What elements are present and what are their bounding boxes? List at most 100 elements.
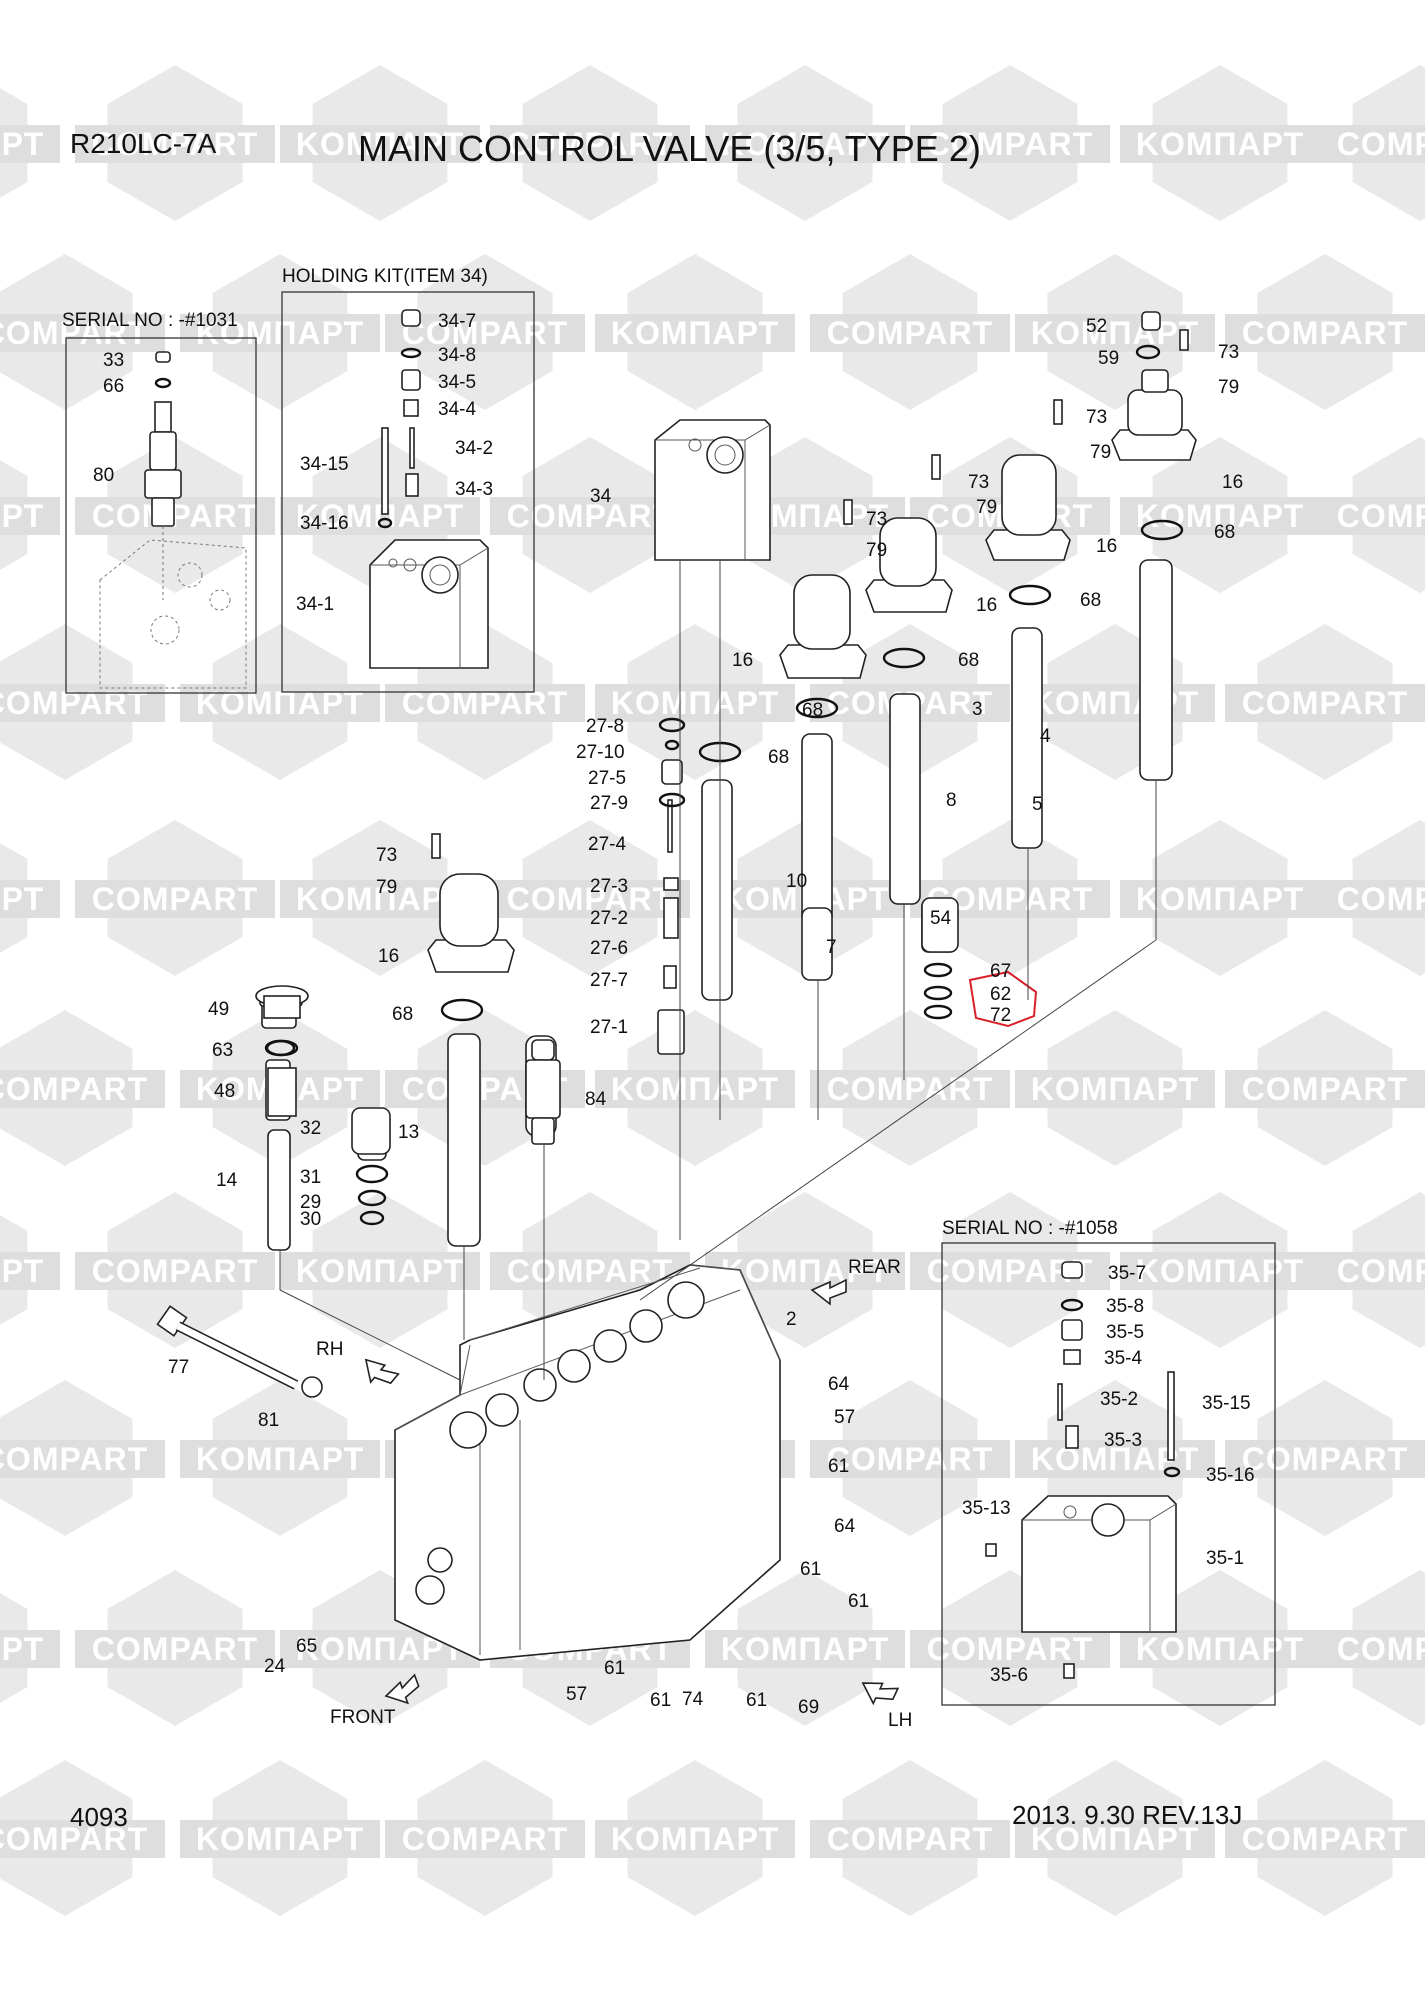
callout-16: 16 [378, 946, 399, 967]
callout-16: 16 [1222, 472, 1243, 493]
page-title: MAIN CONTROL VALVE (3/5, TYPE 2) [358, 128, 981, 169]
holding-kit-label: HOLDING KIT(ITEM 34) [282, 266, 488, 287]
watermark-text: KOMПАРТ [0, 881, 44, 917]
direction-rear: REAR [848, 1257, 901, 1278]
watermark-band [810, 1440, 1010, 1478]
callout-68: 68 [392, 1004, 413, 1025]
watermark-text: COMPART [92, 498, 258, 534]
callout-34: 34 [590, 486, 612, 507]
model-label: R210LC-7A [70, 128, 217, 159]
callout-4: 4 [1040, 726, 1051, 747]
direction-lh: LH [888, 1710, 912, 1731]
watermark-text: COMPART [827, 315, 993, 351]
watermark-text: KOMПАРТ [196, 685, 364, 721]
callout-29: 29 [300, 1192, 321, 1213]
holding-kit-parts [369, 309, 489, 669]
watermark-text: KOMПАРТ [721, 1253, 889, 1289]
watermark-band [75, 125, 275, 163]
part-80-cartridge [144, 351, 182, 527]
watermark-text: COMPART [1242, 685, 1408, 721]
watermark-band [705, 125, 905, 163]
watermark-text: COMPART [0, 1441, 148, 1477]
watermark-text: KOMПАРТ [296, 1253, 464, 1289]
watermark-band [1320, 497, 1425, 535]
watermark-band [0, 1440, 165, 1478]
watermark-text: KOMПАРТ [296, 498, 464, 534]
watermark-text: KOMПАРТ [1031, 1821, 1199, 1857]
watermark-text: KOMПАРТ [0, 498, 44, 534]
callout-57: 57 [834, 1407, 855, 1428]
watermark-band [180, 1820, 380, 1858]
callout-35-2: 35-2 [1100, 1389, 1138, 1410]
watermark-band [595, 314, 795, 352]
watermark-band [1225, 1820, 1425, 1858]
watermark-text: KOMПАРТ [611, 1821, 779, 1857]
serial-right-box [941, 1242, 1276, 1706]
callout-27-4: 27-4 [588, 834, 626, 855]
serial-left-box [65, 337, 257, 694]
callout-31: 31 [300, 1167, 321, 1188]
callout-8: 8 [946, 790, 957, 811]
leader-lines [279, 560, 1157, 1381]
callout-5: 5 [1032, 794, 1043, 815]
callout-84: 84 [585, 1089, 607, 1110]
callout-14: 14 [216, 1170, 238, 1191]
callout-79: 79 [1090, 442, 1111, 463]
watermark-text: COMPART [827, 1071, 993, 1107]
watermark-text: COMPART [1337, 126, 1425, 162]
callout-30: 30 [300, 1209, 321, 1230]
watermark-band [0, 1820, 165, 1858]
callout-74: 74 [682, 1689, 704, 1710]
watermark-band [180, 684, 380, 722]
callout-27-10: 27-10 [576, 742, 625, 763]
callout-68: 68 [1214, 522, 1235, 543]
watermark-text: COMPART [1337, 1253, 1425, 1289]
part-27-series [657, 759, 685, 1055]
callout-48: 48 [214, 1081, 235, 1102]
callout-64: 64 [828, 1374, 850, 1395]
watermark-band [1320, 880, 1425, 918]
callout-73: 73 [1218, 342, 1239, 363]
callout-34-8: 34-8 [438, 345, 476, 366]
watermark-text: COMPART [927, 126, 1093, 162]
callout-35-13: 35-13 [962, 1498, 1011, 1519]
callout-34-15: 34-15 [300, 454, 349, 475]
watermark-text: COMPART [0, 685, 148, 721]
solenoid-caps [427, 311, 1197, 973]
callout-67: 67 [990, 961, 1011, 982]
watermark-band [385, 684, 585, 722]
callout-32: 32 [300, 1118, 321, 1139]
watermark-text: KOMПАРТ [0, 126, 44, 162]
watermark-text: KOMПАРТ [1136, 126, 1304, 162]
callout-27-1: 27-1 [590, 1017, 628, 1038]
watermark-band [280, 497, 480, 535]
callout-16: 16 [732, 650, 753, 671]
callout-35-3: 35-3 [1104, 1430, 1142, 1451]
page-number: 4093 [70, 1802, 128, 1832]
callout-49: 49 [208, 999, 229, 1020]
callout-16: 16 [1096, 536, 1117, 557]
holding-kit-box [281, 291, 535, 693]
watermark-text: KOMПАРТ [196, 315, 364, 351]
watermark-band [1120, 1252, 1320, 1290]
watermark-band [595, 684, 795, 722]
callout-61: 61 [828, 1456, 849, 1477]
part-54-plug [921, 897, 959, 953]
callout-34-16: 34-16 [300, 513, 349, 534]
watermark-text: KOMПАРТ [721, 1631, 889, 1667]
direction-rh: RH [316, 1339, 343, 1360]
watermark-text: KOMПАРТ [611, 685, 779, 721]
callout-34-3: 34-3 [455, 479, 493, 500]
watermark-band [595, 1070, 795, 1108]
callout-68: 68 [958, 650, 979, 671]
callout-27-7: 27-7 [590, 970, 628, 991]
callout-79: 79 [376, 877, 397, 898]
watermark-text: COMPART [402, 1821, 568, 1857]
watermark-band [1320, 125, 1425, 163]
watermark-band [180, 314, 380, 352]
callout-73: 73 [1086, 407, 1107, 428]
watermark-text: KOMПАРТ [721, 126, 889, 162]
watermark-text: KOMПАРТ [0, 1253, 44, 1289]
o-rings [264, 344, 1184, 1478]
callout-68: 68 [768, 747, 789, 768]
